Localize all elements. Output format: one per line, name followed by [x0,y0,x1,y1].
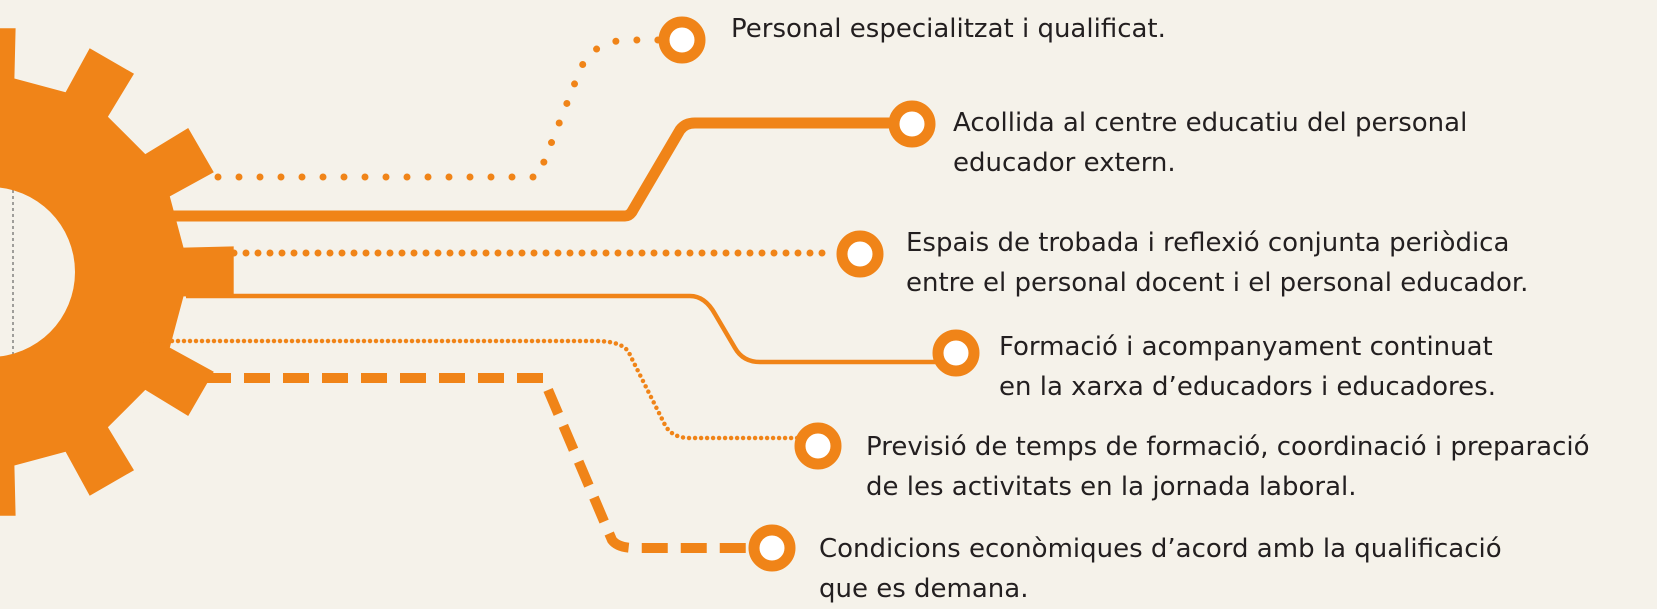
connector-personal [172,36,664,181]
gear-icon [0,28,234,516]
connector-formacio [186,293,940,365]
marker-formacio [932,329,980,377]
item-personal-line-1: Personal especialitzat i qualificat. [731,14,1166,44]
item-acollida-line-1: Acollida al centre educatiu del personal [953,108,1468,138]
item-espais-line-1: Espais de trobada i reflexió conjunta pe… [906,228,1510,258]
item-condicions-line-1: Condicions econòmiques d’acord amb la qu… [819,534,1502,564]
marker-acollida [888,100,936,148]
item-formacio-line-1: Formació i acompanyament continuat [999,332,1493,362]
marker-espais [836,230,884,278]
marker-condicions [748,524,796,572]
item-formacio-line-2: en la xarxa d’educadors i educadores. [999,372,1496,402]
item-formacio: Formació i acompanyament continuat en la… [999,327,1496,407]
marker-personal [658,16,706,64]
item-condicions: Condicions econòmiques d’acord amb la qu… [819,529,1502,609]
item-previsio-line-2: de les activitats en la jornada laboral. [866,472,1357,502]
item-acollida-line-2: educador extern. [953,148,1176,178]
gear-shape [0,28,234,516]
item-personal: Personal especialitzat i qualificat. [731,9,1166,49]
item-acollida: Acollida al centre educatiu del personal… [953,103,1467,183]
connector-previsio [139,338,803,441]
item-previsio: Previsió de temps de formació, coordinac… [866,427,1590,507]
connector-condicions [166,373,760,553]
item-espais-line-2: entre el personal docent i el personal e… [906,268,1529,298]
item-condicions-line-2: que es demana. [819,574,1029,604]
item-espais: Espais de trobada i reflexió conjunta pe… [906,223,1528,303]
item-previsio-line-1: Previsió de temps de formació, coordinac… [866,432,1590,462]
marker-previsio [794,422,842,470]
connector-acollida [136,117,905,222]
